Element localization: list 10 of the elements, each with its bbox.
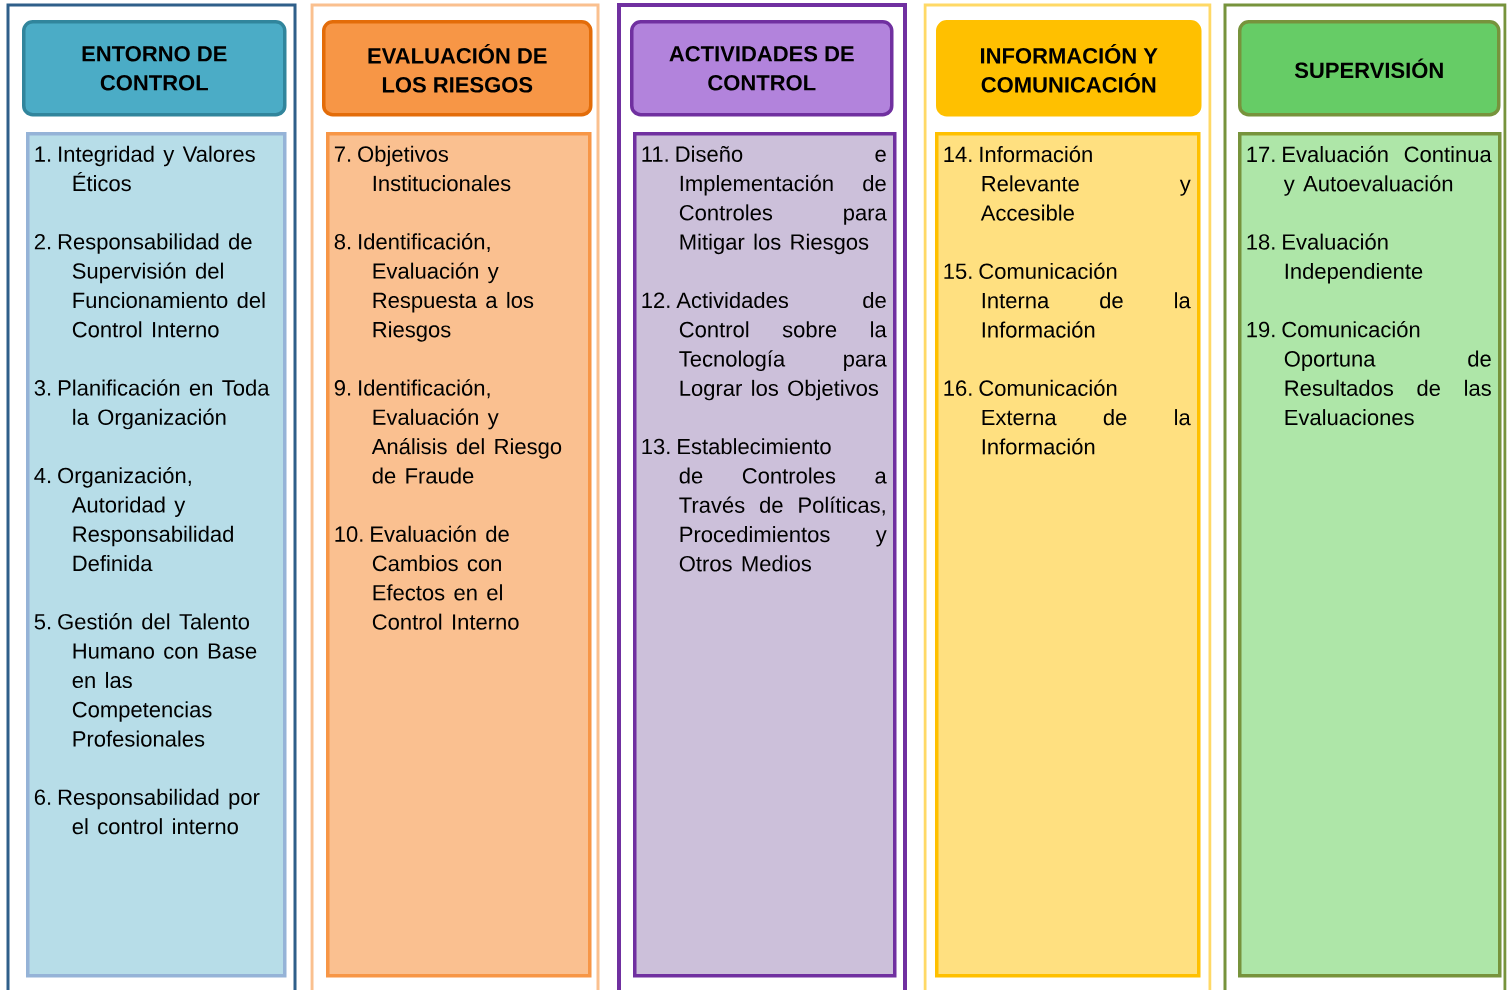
list-box: 17. Evaluación Continua y Autoevaluación 18. Evaluación Independiente 19. Comunicación Oportuna de Resultados de las Evaluaciones (1238, 132, 1502, 978)
header-box: INFORMACIÓN Y COMUNICACIÓN (936, 20, 1202, 117)
header-box: ENTORNO DE CONTROL (22, 20, 287, 117)
list-box: 11. Diseño e Implementación de Controles para Mitigar los Riesgos 12. Actividades de Control sobre la Tecnología para Lograr los Objetivos 13. Establecimiento de Controles a Través de Políticas, Procedimientos y Otros Medios (633, 132, 897, 978)
list-box: 1. Integridad y Valores Éticos 2. Responsabilidad de Supervisión del Funcionamiento del Control Interno 3. Planificación en Toda la Organización 4. Organización, Autoridad y Responsabilidad Definida 5. Gestión del Talento Humano con Base en las Competencias Profesionales 6. Responsabilidad por el control interno (26, 132, 287, 978)
header-box: SUPERVISIÓN (1238, 20, 1501, 117)
list-box: 7. Objetivos Institucionales 8. Identificación, Evaluación y Respuesta a los Riesgos 9. Identificación, Evaluación y Análisis del Riesgo de Fraude 10. Evaluación de Cambios con Efectos en el Control Interno (326, 132, 592, 978)
header-box: EVALUACIÓN DE LOS RIESGOS (322, 20, 593, 117)
header-box: ACTIVIDADES DE CONTROL (630, 20, 894, 117)
list-box: 14. Información Relevante y Accesible 15. Comunicación Interna de la Información 16. Comunicación Externa de la Información (935, 132, 1201, 978)
